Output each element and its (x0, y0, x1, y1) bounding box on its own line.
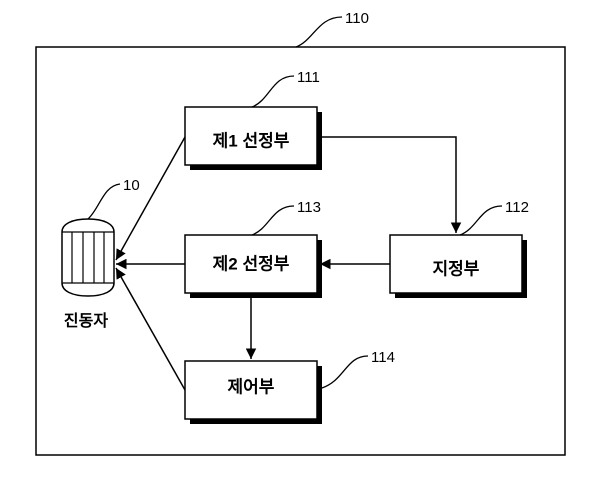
block-111-label: 제1 선정부 (213, 131, 290, 150)
block-112-ref: 112 (505, 199, 529, 216)
vibrator-body (61, 218, 115, 297)
block-112: 지정부 112 (389, 199, 529, 298)
arrow-114-to-vibrator (115, 267, 186, 391)
arrow-111-to-112 (317, 136, 462, 233)
block-112-label: 지정부 (433, 259, 480, 278)
block-112-ref-leader (459, 205, 503, 236)
block-113-ref: 113 (297, 199, 321, 216)
block-111-ref-leader (251, 75, 295, 108)
block-114-ref: 114 (371, 349, 395, 366)
vibrator-ref: 10 (123, 177, 140, 194)
outer-ref-leader (295, 16, 343, 48)
block-114-ref-leader (321, 355, 369, 389)
outer-frame: 110 (35, 10, 566, 456)
block-114-label: 제어부 (228, 377, 275, 396)
vibrator-label: 진동자 (64, 312, 108, 330)
block-113-label: 제2 선정부 (213, 254, 290, 273)
arrow-111-to-vibrator (115, 136, 186, 261)
vibrator: 10 진동자 (61, 177, 140, 330)
vibrator-ref-leader (87, 183, 121, 220)
block-113: 제2 선정부 113 (184, 199, 322, 298)
outer-ref: 110 (345, 10, 369, 27)
connections (115, 136, 462, 391)
block-114: 제어부 114 (184, 349, 395, 424)
block-111-ref: 111 (297, 69, 320, 86)
block-113-ref-leader (251, 205, 295, 236)
block-111: 제1 선정부 111 (184, 69, 322, 170)
